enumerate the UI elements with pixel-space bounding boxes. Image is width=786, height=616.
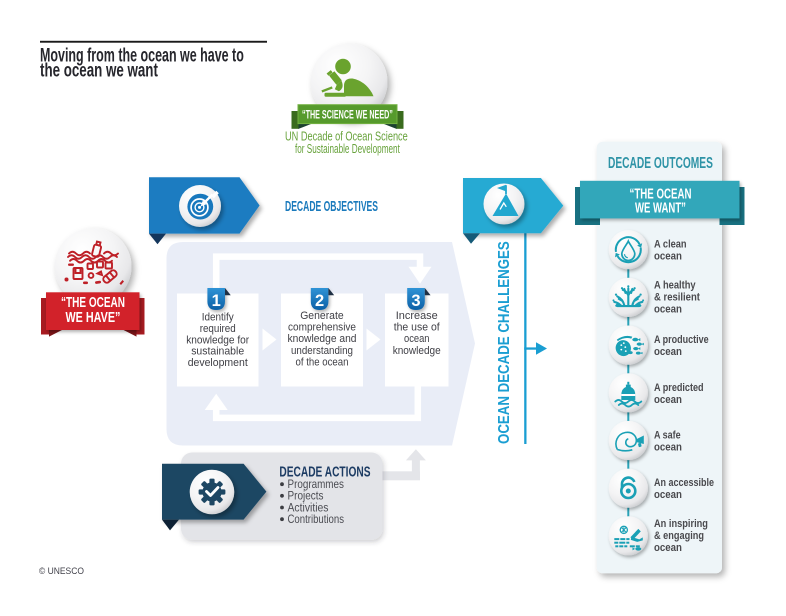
svg-text:DECADE OBJECTIVES: DECADE OBJECTIVES: [285, 197, 378, 214]
svg-text:Identify: Identify: [202, 311, 235, 324]
svg-text:knowledge: knowledge: [393, 344, 441, 357]
svg-text:A productive: A productive: [654, 334, 709, 346]
svg-text:ocean: ocean: [654, 304, 682, 316]
svg-text:development: development: [188, 357, 248, 369]
svg-text:for Sustainable Development: for Sustainable Development: [295, 142, 400, 156]
svg-text:WE HAVE”: WE HAVE”: [66, 308, 121, 325]
svg-text:Moving from the ocean we have: Moving from the ocean we have to: [40, 45, 244, 66]
svg-text:knowledge and: knowledge and: [288, 333, 357, 346]
svg-text:the ocean we want: the ocean we want: [40, 60, 158, 81]
svg-text:comprehensive: comprehensive: [288, 321, 356, 334]
svg-text:Generate: Generate: [300, 310, 343, 322]
svg-text:DECADE OUTCOMES: DECADE OUTCOMES: [608, 153, 713, 171]
svg-text:A safe: A safe: [654, 430, 681, 442]
svg-text:“THE OCEAN: “THE OCEAN: [630, 185, 692, 202]
svg-text:knowledge for: knowledge for: [186, 334, 249, 347]
svg-text:ocean: ocean: [654, 442, 682, 454]
svg-text:A healthy: A healthy: [654, 280, 696, 292]
svg-text:the use of: the use of: [394, 321, 441, 333]
svg-text:An accessible: An accessible: [654, 478, 714, 490]
svg-text:& resilient: & resilient: [654, 292, 700, 304]
svg-text:UN Decade of Ocean Science: UN Decade of Ocean Science: [285, 130, 408, 144]
svg-text:understanding: understanding: [291, 344, 353, 357]
svg-text:“THE OCEAN: “THE OCEAN: [61, 293, 125, 311]
svg-text:sustainable: sustainable: [191, 345, 244, 357]
svg-text:3: 3: [411, 292, 420, 310]
svg-text:A clean: A clean: [654, 239, 687, 251]
svg-text:An inspiring: An inspiring: [654, 518, 708, 530]
svg-text:WE WANT”: WE WANT”: [635, 199, 686, 216]
svg-text:ocean: ocean: [404, 334, 430, 346]
svg-text:ocean: ocean: [654, 542, 682, 554]
svg-text:Activities: Activities: [288, 502, 329, 515]
svg-text:of the ocean: of the ocean: [296, 357, 349, 369]
svg-text:OCEAN DECADE CHALLENGES: OCEAN DECADE CHALLENGES: [496, 241, 513, 444]
svg-text:DECADE ACTIONS: DECADE ACTIONS: [279, 464, 370, 480]
svg-text:& engaging: & engaging: [654, 530, 704, 542]
svg-text:ocean: ocean: [654, 251, 682, 263]
svg-text:Increase: Increase: [396, 310, 438, 322]
svg-text:required: required: [200, 322, 236, 335]
svg-text:“THE SCIENCE WE NEED”: “THE SCIENCE WE NEED”: [302, 109, 393, 122]
svg-text:A predicted: A predicted: [654, 382, 704, 394]
svg-text:ocean: ocean: [654, 347, 682, 359]
svg-text:Contributions: Contributions: [288, 513, 345, 526]
svg-text:ocean: ocean: [654, 490, 682, 502]
svg-text:ocean: ocean: [654, 394, 682, 406]
svg-text:© UNESCO: © UNESCO: [39, 566, 84, 577]
svg-text:2: 2: [315, 292, 324, 310]
svg-text:1: 1: [212, 292, 221, 310]
svg-text:Programmes: Programmes: [288, 478, 345, 491]
svg-text:Projects: Projects: [288, 490, 324, 503]
